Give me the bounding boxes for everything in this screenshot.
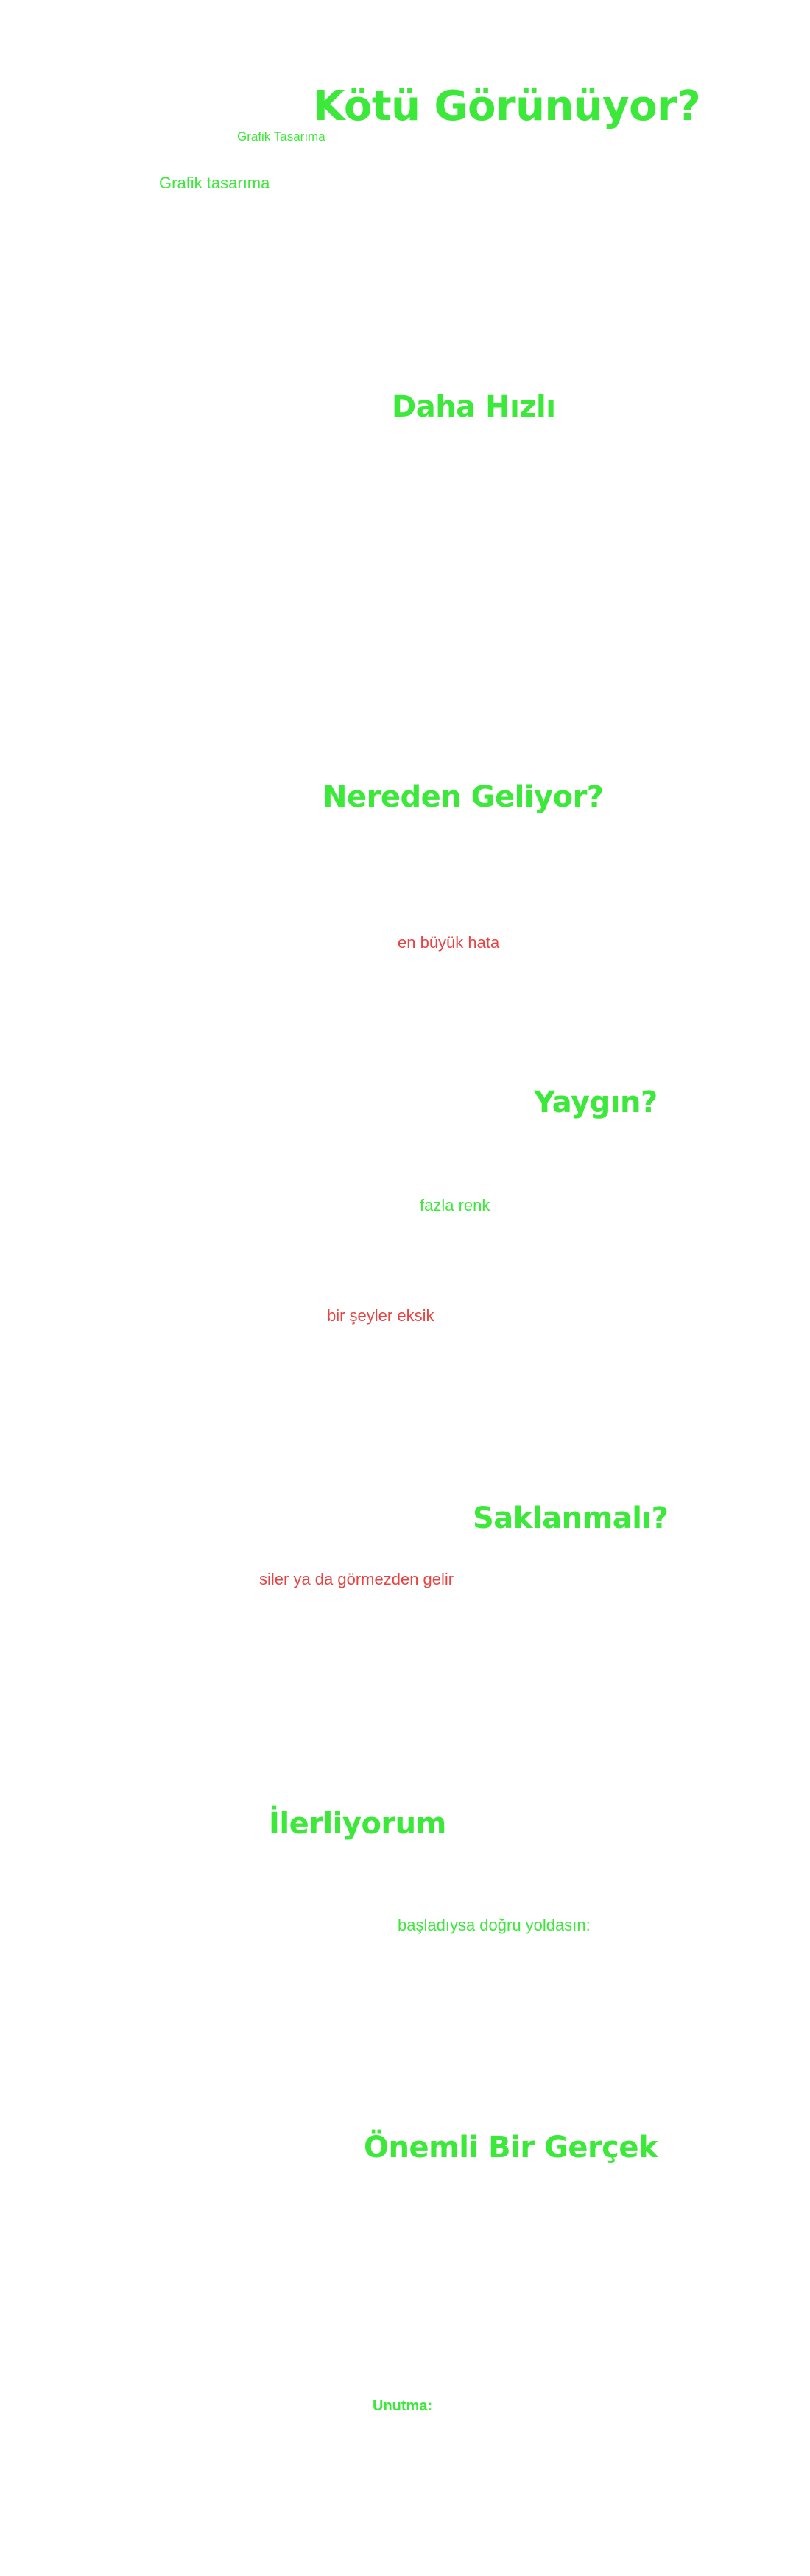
common-red-text: bir şeyler eksik [327, 1306, 434, 1325]
hide-heading: Saklanmalı? [473, 1501, 669, 1535]
hide-red-text: siler ya da görmezden gelir [259, 1570, 454, 1588]
faster-heading: Daha Hızlı [392, 390, 556, 424]
common-heading: Yaygın? [534, 1086, 658, 1119]
truth-heading: Önemli Bir Gerçek [364, 2131, 658, 2165]
common-green-text: fazla renk [420, 1196, 490, 1214]
remember-label: Unutma: [373, 2398, 433, 2414]
progress-heading: İlerliyorum [269, 1807, 446, 1841]
intro-tag-label: Grafik Tasarıma [237, 130, 325, 144]
intro-sub-label: Grafik tasarıma [159, 174, 270, 192]
origin-highlight-text: en büyük hata [398, 933, 500, 952]
origin-heading: Nereden Geliyor? [323, 780, 604, 814]
intro-heading: Kötü Görünüyor? [313, 82, 701, 130]
progress-green-text: başladıysa doğru yoldasın: [398, 1916, 591, 1934]
